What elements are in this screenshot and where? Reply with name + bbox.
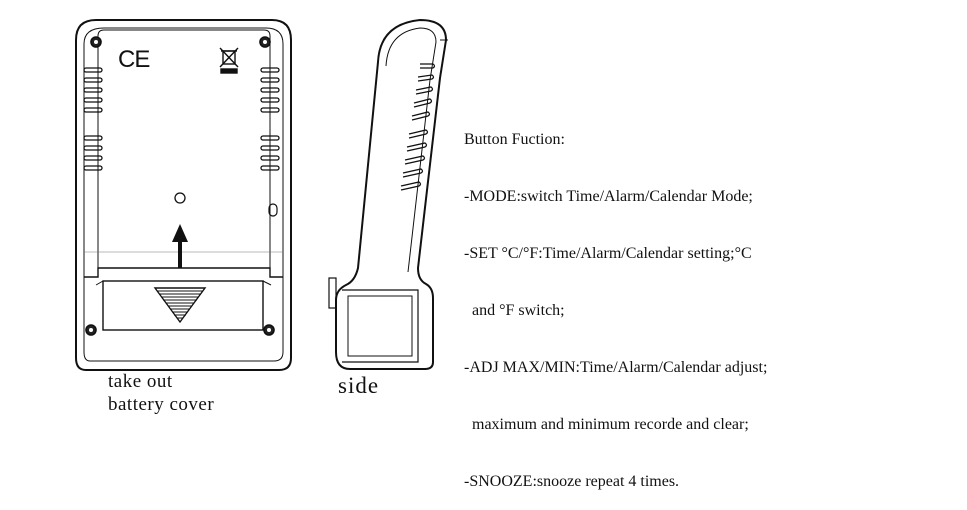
side-slider <box>268 203 278 217</box>
hanging-hole <box>174 192 186 204</box>
button-functions-title: Button Fuction: <box>464 131 565 148</box>
device-back-view <box>75 19 292 371</box>
screw-top-left <box>90 36 102 48</box>
caption-take-out: take out <box>108 371 173 392</box>
side-button <box>328 277 337 309</box>
vent-slots-right <box>260 67 280 171</box>
device-diagram: CE <box>75 18 448 371</box>
screw-bottom-left <box>85 324 97 336</box>
arrow-up-icon <box>172 224 188 268</box>
battery-cover-grip-icon <box>153 287 207 324</box>
caption-battery-cover: battery cover <box>108 394 215 415</box>
back-view-caption: take out battery cover <box>108 370 214 416</box>
device-side-view <box>328 18 448 370</box>
screw-top-right <box>259 36 271 48</box>
function-line: -SNOOZE:snooze repeat 4 times. <box>464 473 680 490</box>
side-view-caption: side <box>338 373 380 398</box>
side-vent-slots <box>400 63 436 191</box>
function-line: maximum and minimum recorde and clear; <box>464 416 749 433</box>
screw-bottom-right <box>263 324 275 336</box>
button-functions-text: Button Fuction: -MODE:switch Time/Alarm/… <box>464 92 767 510</box>
ce-mark: CE <box>118 46 149 73</box>
crossed-out-bin-icon <box>219 47 239 74</box>
vent-slots-left <box>83 67 103 171</box>
function-line: -MODE:switch Time/Alarm/Calendar Mode; <box>464 188 753 205</box>
function-line: -SET °C/°F:Time/Alarm/Calendar setting;°… <box>464 245 752 262</box>
function-line: -ADJ MAX/MIN:Time/Alarm/Calendar adjust; <box>464 359 768 376</box>
battery-cover <box>102 280 264 331</box>
function-line: and °F switch; <box>464 302 565 319</box>
